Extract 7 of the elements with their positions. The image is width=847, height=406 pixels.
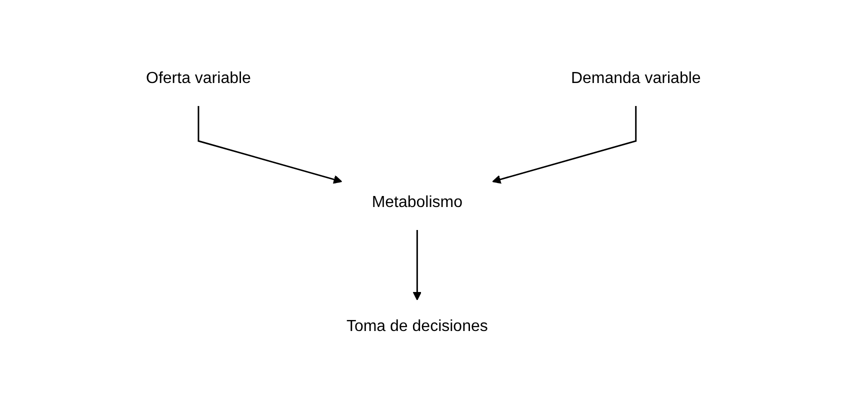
arrow — [198, 106, 342, 184]
arrow — [412, 230, 422, 300]
arrow — [492, 106, 637, 184]
node-text: Oferta variable — [146, 70, 252, 87]
node-text: Metabolismo — [372, 194, 463, 211]
node-text: Toma de decisiones — [346, 318, 488, 335]
node-text: Demanda variable — [571, 70, 701, 87]
